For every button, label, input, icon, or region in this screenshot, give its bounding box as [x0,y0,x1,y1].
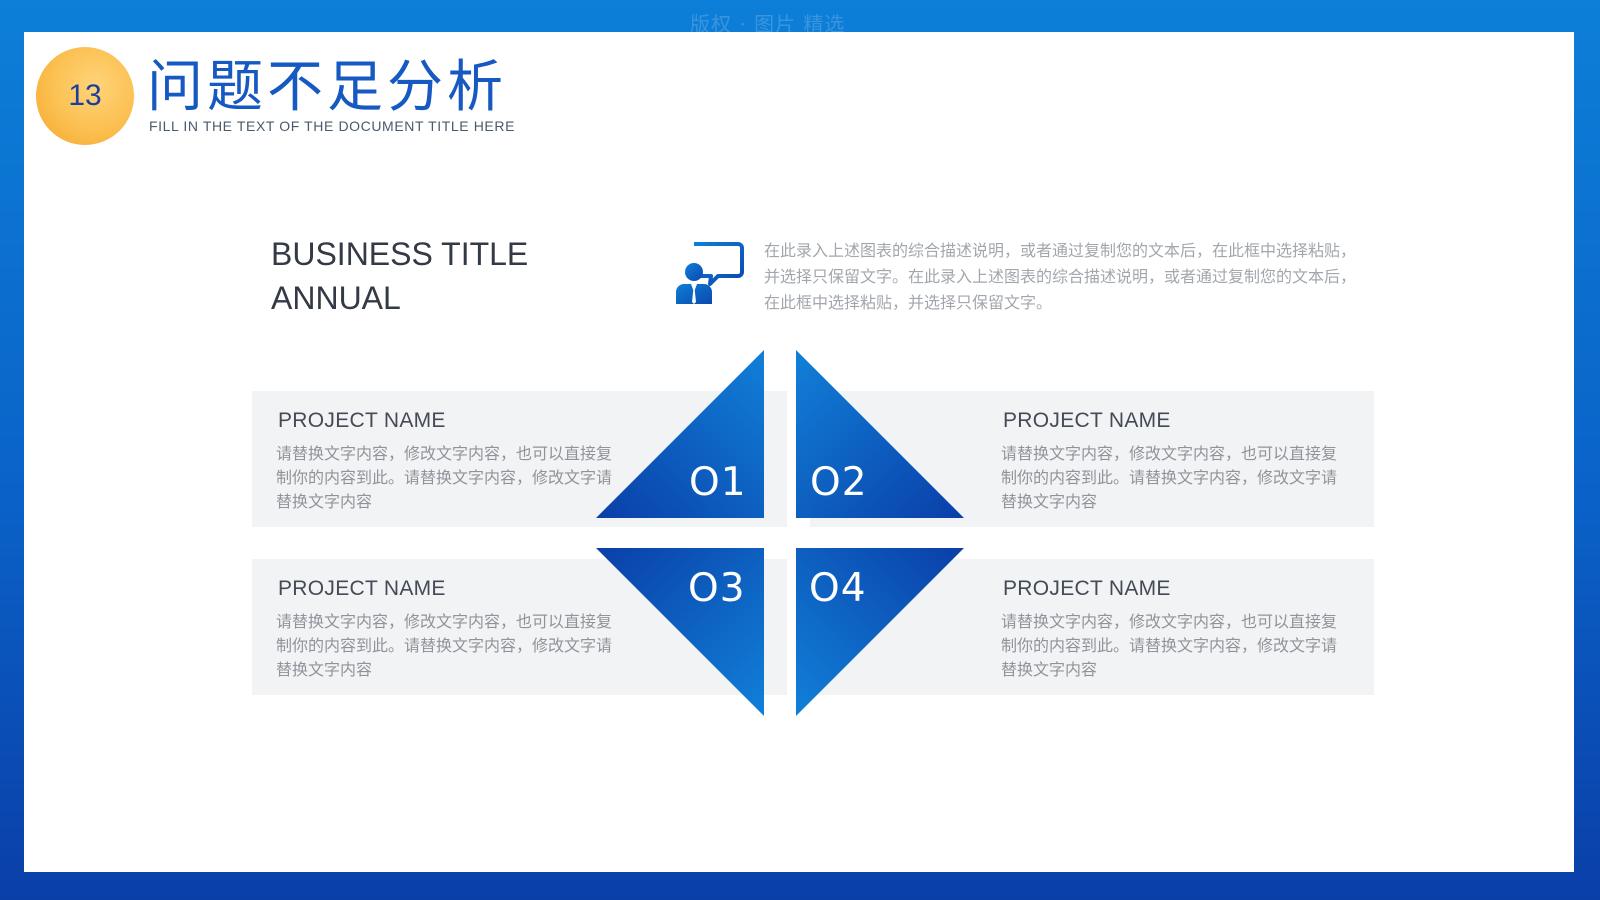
quadrant-triangles [596,350,964,716]
project-number-01: O1 [689,460,747,505]
business-title: BUSINESS TITLE ANNUAL [271,236,529,316]
page-subtitle: FILL IN THE TEXT OF THE DOCUMENT TITLE H… [149,118,516,134]
triangle-01 [596,350,764,518]
project-number-04: O4 [809,566,867,611]
triangle-04 [796,548,964,716]
triangle-02 [796,350,964,518]
project-name: PROJECT NAME [1003,577,1171,600]
page-number-badge: 13 [36,47,134,145]
page-title: 问题不足分析 [147,55,507,120]
presenter-speech-icon [676,242,744,304]
project-text: 请替换文字内容，修改文字内容，也可以直接复制你的内容到此。请替换文字内容，修改文… [276,614,613,679]
project-number-03: O3 [688,566,746,611]
project-text: 请替换文字内容，修改文字内容，也可以直接复制你的内容到此。请替换文字内容，修改文… [276,446,613,511]
project-number-02: O2 [810,460,868,505]
project-name: PROJECT NAME [278,577,446,600]
project-text: 请替换文字内容，修改文字内容，也可以直接复制你的内容到此。请替换文字内容，修改文… [1001,614,1338,679]
watermark: 版权 · 图片 精选 [690,12,846,36]
slide: 13 问题不足分析 FILL IN THE TEXT OF THE DOCUME… [24,32,1574,872]
triangle-03 [596,548,764,716]
project-name: PROJECT NAME [278,409,446,432]
project-text: 请替换文字内容，修改文字内容，也可以直接复制你的内容到此。请替换文字内容，修改文… [1001,446,1338,511]
chart-description: 在此录入上述图表的综合描述说明，或者通过复制您的文本后，在此框中选择粘贴，并选择… [764,243,1357,312]
project-name: PROJECT NAME [1003,409,1171,432]
